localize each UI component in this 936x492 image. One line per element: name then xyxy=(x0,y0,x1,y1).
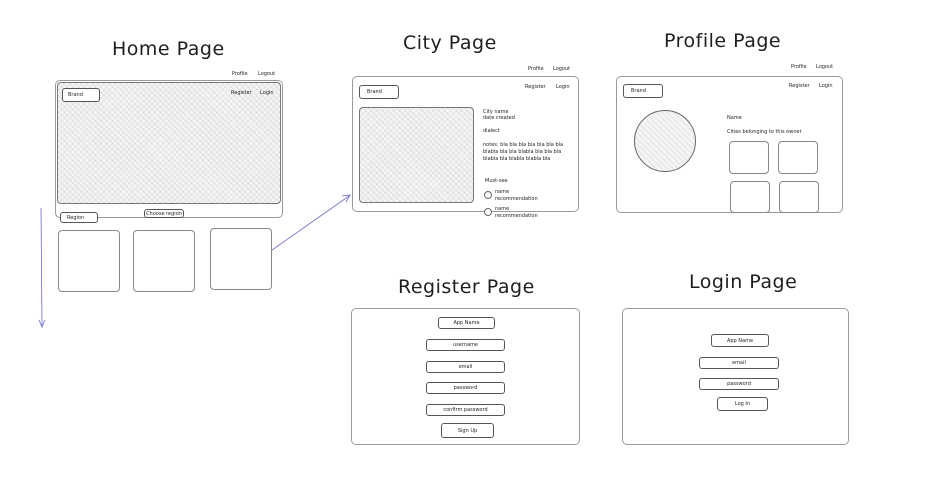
owned-city-card[interactable] xyxy=(729,141,769,174)
nav-logout-link[interactable]: Logout xyxy=(553,66,571,72)
city-page-frame: Brand Register Login City name date crea… xyxy=(352,76,579,219)
city-notes: notes: bla bla bla bla bla bla bla blabl… xyxy=(483,142,564,162)
register-page-frame: App Name username email password confirm… xyxy=(351,308,580,445)
email-field[interactable]: email xyxy=(699,357,779,369)
nav-profile-link[interactable]: Profile xyxy=(528,66,544,72)
region-label: Region xyxy=(60,212,98,223)
login-page-title: Login Page xyxy=(689,271,798,293)
brand-button[interactable]: Brand xyxy=(359,85,399,99)
nav-login-link[interactable]: Login xyxy=(556,84,570,90)
city-page-title: City Page xyxy=(403,32,497,54)
password-field[interactable]: password xyxy=(699,378,779,390)
choose-region-dropdown[interactable]: Choose region xyxy=(144,209,184,218)
password-field[interactable]: password xyxy=(426,382,505,394)
vertical-scroll-arrow xyxy=(40,207,43,327)
nav-logout-link[interactable]: Logout xyxy=(816,64,834,70)
brand-button[interactable]: Brand xyxy=(62,88,100,102)
city-name: City name xyxy=(483,109,509,115)
username-field[interactable]: username xyxy=(426,339,505,351)
owned-city-card[interactable] xyxy=(730,181,770,213)
log-in-button[interactable]: Log In xyxy=(717,397,768,411)
city-card[interactable] xyxy=(58,230,120,292)
recommendation-radio[interactable] xyxy=(484,208,492,216)
city-image xyxy=(359,107,474,203)
home-page-title: Home Page xyxy=(112,38,225,60)
email-field[interactable]: email xyxy=(426,361,505,373)
vertical-scroll-arrowhead xyxy=(38,319,46,329)
app-name-label: App Name xyxy=(438,317,495,329)
city-card[interactable] xyxy=(133,230,195,292)
recommendation-name: name recommendation xyxy=(495,206,538,219)
city-date-created: date created xyxy=(483,115,515,121)
nav-profile-link[interactable]: Profile xyxy=(232,71,248,77)
profile-avatar xyxy=(634,110,696,172)
nav-register-link[interactable]: Register xyxy=(525,84,546,90)
nav-login-link[interactable]: Login xyxy=(819,83,833,89)
city-card[interactable] xyxy=(210,228,272,290)
profile-page-frame: Brand Register Login Name Cities belongi… xyxy=(616,76,843,213)
app-name-label: App Name xyxy=(711,334,769,347)
register-page-title: Register Page xyxy=(398,276,535,298)
recommendation-name: name recommendation xyxy=(495,189,538,202)
owned-city-card[interactable] xyxy=(779,181,819,213)
login-page-frame: App Name email password Log In xyxy=(622,308,849,445)
cities-owned-label: Cities belonging to this owner xyxy=(727,129,802,135)
must-see-heading: Must-see xyxy=(485,178,508,184)
home-page-frame: Brand Register Login Choose region xyxy=(55,80,283,218)
owned-city-card[interactable] xyxy=(778,141,818,174)
recommendation-radio[interactable] xyxy=(484,191,492,199)
nav-login-link[interactable]: Login xyxy=(260,90,274,96)
sign-up-button[interactable]: Sign Up xyxy=(441,423,494,438)
profile-name: Name xyxy=(727,115,742,121)
nav-register-link[interactable]: Register xyxy=(789,83,810,89)
home-hero-banner xyxy=(57,82,281,204)
city-dialect: dialect xyxy=(483,128,500,134)
profile-page-title: Profile Page xyxy=(664,30,782,52)
nav-profile-link[interactable]: Profile xyxy=(791,64,807,70)
confirm-password-field[interactable]: confirm password xyxy=(426,404,505,416)
brand-button[interactable]: Brand xyxy=(623,84,663,98)
nav-logout-link[interactable]: Logout xyxy=(258,71,276,77)
nav-register-link[interactable]: Register xyxy=(231,90,252,96)
card-to-city-arrowhead xyxy=(341,194,351,203)
